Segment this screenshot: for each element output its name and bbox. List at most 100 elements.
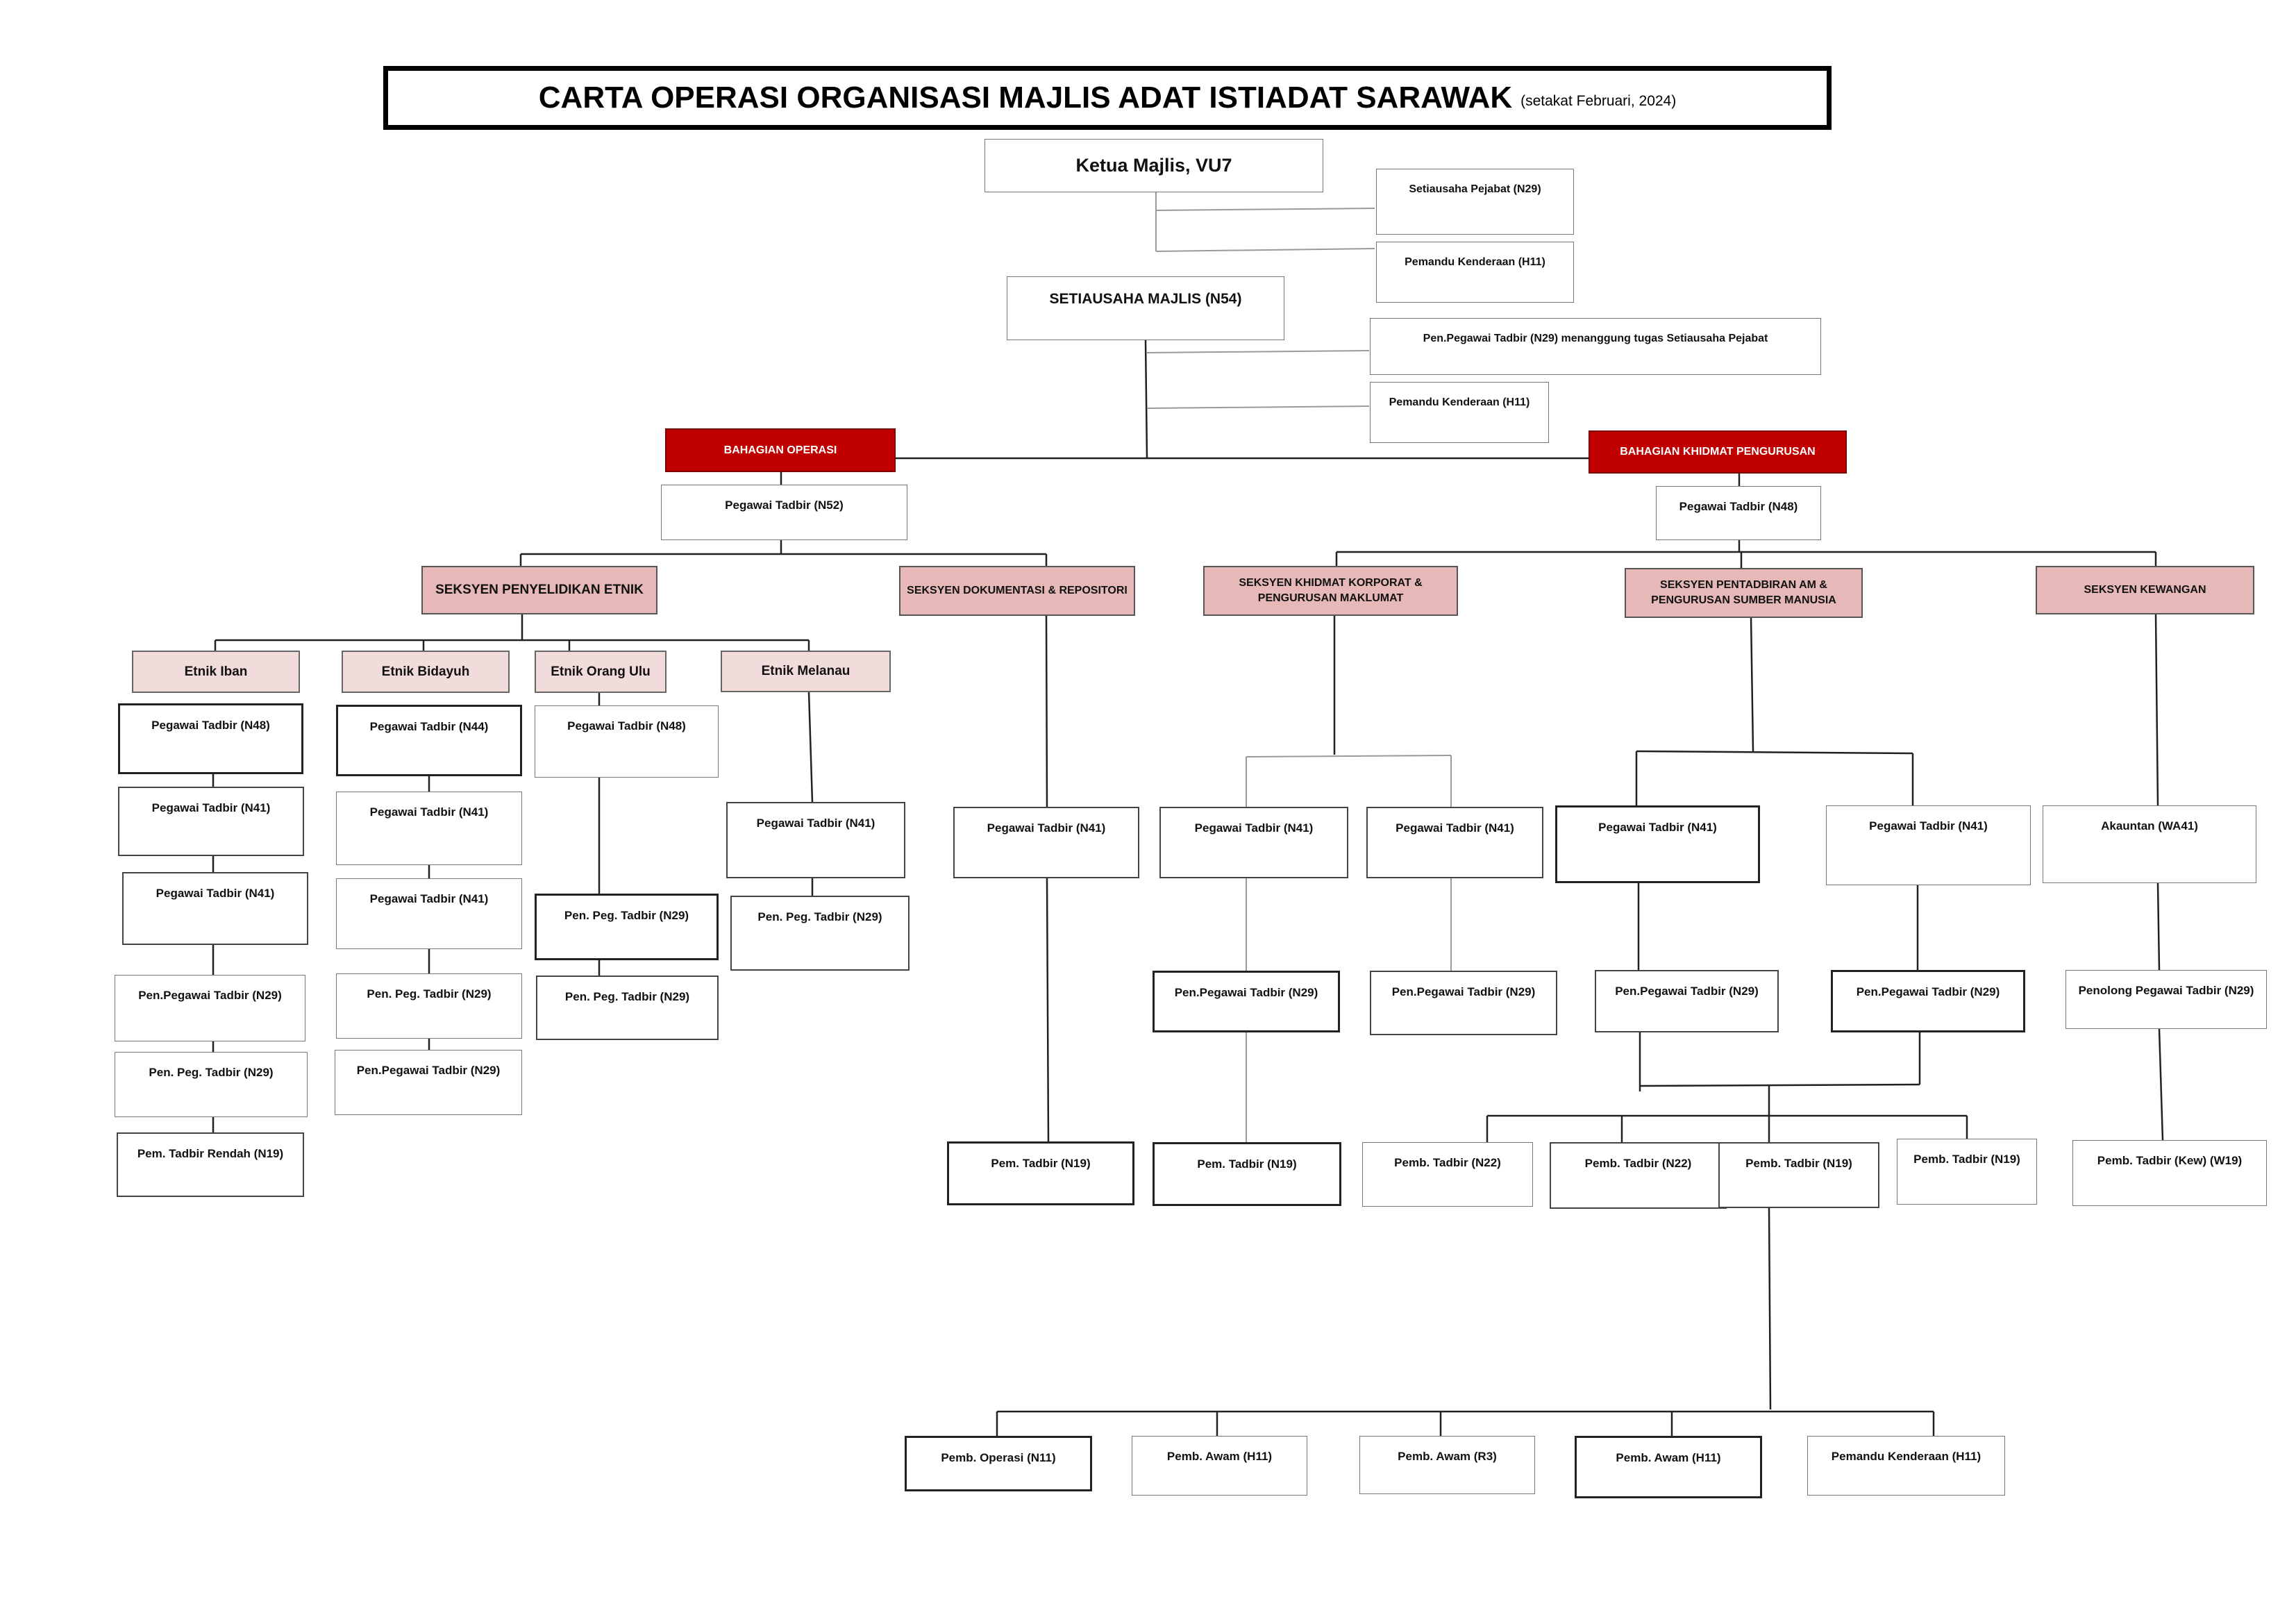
bot-pemandu-box: Pemandu Kenderaan (H11)	[1807, 1436, 2005, 1496]
pen-pen-pegawai-a-box: Pen.Pegawai Tadbir (N29)	[1595, 970, 1779, 1032]
seksyen-penyelidikan-label: SEKSYEN PENYELIDIKAN ETNIK	[435, 583, 644, 598]
bahagian-khidmat-box: BAHAGIAN KHIDMAT PENGURUSAN	[1589, 430, 1847, 474]
mel-pt-n41-box: Pegawai Tadbir (N41)	[726, 802, 905, 878]
pen-pt-n41-b-box: Pegawai Tadbir (N41)	[1826, 805, 2031, 885]
bot-pemb-awam-h11-a-label: Pemb. Awam (H11)	[1166, 1450, 1273, 1463]
bot-pemb-operasi-box: Pemb. Operasi (N11)	[905, 1436, 1092, 1491]
iban-pt-n48-box: Pegawai Tadbir (N48)	[118, 703, 303, 774]
bot-pemb-operasi-label: Pemb. Operasi (N11)	[941, 1451, 1056, 1464]
kew-penolong-label: Penolong Pegawai Tadbir (N29)	[2078, 984, 2254, 997]
ulu-pen-peg-a-box: Pen. Peg. Tadbir (N29)	[535, 894, 719, 960]
pen-pemb-tadbir-n19-a-label: Pemb. Tadbir (N19)	[1745, 1157, 1852, 1170]
bahagian-operasi-label: BAHAGIAN OPERASI	[723, 444, 837, 456]
khidmat-pt-n48-label: Pegawai Tadbir (N48)	[1679, 500, 1798, 513]
pen-pt-n41-a-box: Pegawai Tadbir (N41)	[1555, 805, 1760, 883]
kew-akauntan-box: Akauntan (WA41)	[2043, 805, 2256, 883]
kor-pem-tadbir-box: Pem. Tadbir (N19)	[1153, 1142, 1341, 1206]
chart-title-note: (setakat Februari, 2024)	[1520, 93, 1677, 109]
pen-pt-n41-a-label: Pegawai Tadbir (N41)	[1598, 821, 1717, 834]
bot-pemb-awam-h11-b-label: Pemb. Awam (H11)	[1616, 1451, 1721, 1464]
bot-pemandu-label: Pemandu Kenderaan (H11)	[1831, 1450, 1981, 1463]
bid-pt-n41-b-label: Pegawai Tadbir (N41)	[369, 892, 489, 905]
bahagian-khidmat-label: BAHAGIAN KHIDMAT PENGURUSAN	[1620, 446, 1816, 458]
iban-pt-n48-label: Pegawai Tadbir (N48)	[151, 719, 270, 732]
seksyen-kewangan-label: SEKSYEN KEWANGAN	[2084, 584, 2206, 596]
bid-pt-n41-a-box: Pegawai Tadbir (N41)	[336, 792, 522, 865]
kew-pemb-tadbir-box: Pemb. Tadbir (Kew) (W19)	[2072, 1140, 2267, 1206]
seksyen-korporat-box: SEKSYEN KHIDMAT KORPORAT & PENGURUSAN MA…	[1203, 566, 1458, 616]
pen-pemb-tadbir-n22-b-box: Pemb. Tadbir (N22)	[1550, 1142, 1727, 1209]
kor-pt-n41-a-box: Pegawai Tadbir (N41)	[1159, 807, 1348, 878]
bid-pt-n41-b-box: Pegawai Tadbir (N41)	[336, 878, 522, 949]
bot-pemb-awam-h11-a-box: Pemb. Awam (H11)	[1132, 1436, 1307, 1496]
kor-pt-n41-b-box: Pegawai Tadbir (N41)	[1366, 807, 1543, 878]
pen-pen-pegawai-a-label: Pen.Pegawai Tadbir (N29)	[1615, 985, 1759, 998]
bid-pen-pegawai-box: Pen.Pegawai Tadbir (N29)	[335, 1050, 522, 1115]
bid-pt-n41-a-label: Pegawai Tadbir (N41)	[369, 805, 489, 819]
bid-pt-n44-box: Pegawai Tadbir (N44)	[336, 705, 522, 776]
ulu-pen-peg-b-label: Pen. Peg. Tadbir (N29)	[564, 990, 690, 1003]
pemandu-setiausaha-box: Pemandu Kenderaan (H11)	[1370, 382, 1549, 443]
dok-pem-tadbir-label: Pem. Tadbir (N19)	[991, 1157, 1091, 1170]
ulu-pt-n48-label: Pegawai Tadbir (N48)	[567, 719, 686, 733]
pen-pemb-tadbir-n22-a-box: Pemb. Tadbir (N22)	[1362, 1142, 1533, 1207]
chart-title-box: CARTA OPERASI ORGANISASI MAJLIS ADAT IST…	[383, 66, 1832, 130]
kor-pem-tadbir-label: Pem. Tadbir (N19)	[1197, 1157, 1297, 1171]
bot-pemb-awam-r3-label: Pemb. Awam (R3)	[1398, 1450, 1497, 1463]
setiausaha-pejabat-label: Setiausaha Pejabat (N29)	[1409, 183, 1541, 195]
pen-pemb-tadbir-n22-b-label: Pemb. Tadbir (N22)	[1584, 1157, 1692, 1170]
ketua-majlis-label: Ketua Majlis, VU7	[1075, 155, 1232, 176]
mel-pen-peg-box: Pen. Peg. Tadbir (N29)	[730, 896, 910, 971]
setiausaha-majlis-box: SETIAUSAHA MAJLIS (N54)	[1007, 276, 1284, 340]
kew-akauntan-label: Akauntan (WA41)	[2101, 819, 2198, 832]
seksyen-pentadbiran-label: SEKSYEN PENTADBIRAN AM & PENGURUSAN SUMB…	[1651, 579, 1836, 606]
kew-pemb-tadbir-label: Pemb. Tadbir (Kew) (W19)	[2097, 1154, 2243, 1167]
iban-pt-n41-a-box: Pegawai Tadbir (N41)	[118, 787, 304, 856]
pen-pen-pegawai-b-label: Pen.Pegawai Tadbir (N29)	[1856, 985, 2000, 998]
etnik-orang-ulu-label: Etnik Orang Ulu	[551, 664, 651, 679]
etnik-bidayuh-box: Etnik Bidayuh	[342, 651, 510, 693]
kor-pen-pegawai-a-box: Pen.Pegawai Tadbir (N29)	[1153, 971, 1340, 1032]
pen-pemb-tadbir-n19-b-box: Pemb. Tadbir (N19)	[1897, 1139, 2037, 1205]
etnik-melanau-box: Etnik Melanau	[721, 651, 891, 692]
etnik-iban-label: Etnik Iban	[184, 664, 248, 679]
bot-pemb-awam-h11-b-box: Pemb. Awam (H11)	[1575, 1436, 1762, 1498]
kor-pen-pegawai-b-box: Pen.Pegawai Tadbir (N29)	[1370, 971, 1557, 1035]
mel-pen-peg-label: Pen. Peg. Tadbir (N29)	[757, 910, 882, 923]
iban-pen-peg-label: Pen. Peg. Tadbir (N29)	[149, 1066, 274, 1079]
kor-pt-n41-b-label: Pegawai Tadbir (N41)	[1396, 821, 1514, 835]
seksyen-pentadbiran-box: SEKSYEN PENTADBIRAN AM & PENGURUSAN SUMB…	[1625, 568, 1863, 618]
bot-pemb-awam-r3-box: Pemb. Awam (R3)	[1359, 1436, 1535, 1494]
pen-pegawai-setiausaha-box: Pen.Pegawai Tadbir (N29) menanggung tuga…	[1370, 318, 1821, 375]
mel-pt-n41-label: Pegawai Tadbir (N41)	[756, 817, 875, 830]
setiausaha-pejabat-box: Setiausaha Pejabat (N29)	[1376, 169, 1574, 235]
bid-pt-n44-label: Pegawai Tadbir (N44)	[369, 720, 489, 733]
pemandu-setiausaha-label: Pemandu Kenderaan (H11)	[1389, 396, 1530, 408]
chart-title: CARTA OPERASI ORGANISASI MAJLIS ADAT IST…	[538, 81, 1513, 115]
bid-pen-peg-box: Pen. Peg. Tadbir (N29)	[336, 973, 522, 1039]
iban-pt-n41-b-label: Pegawai Tadbir (N41)	[156, 887, 275, 900]
iban-pt-n41-a-label: Pegawai Tadbir (N41)	[151, 801, 271, 814]
pen-pemb-tadbir-n19-a-box: Pemb. Tadbir (N19)	[1718, 1142, 1879, 1208]
bid-pen-peg-label: Pen. Peg. Tadbir (N29)	[367, 987, 492, 1001]
seksyen-kewangan-box: SEKSYEN KEWANGAN	[2036, 566, 2254, 614]
pen-pen-pegawai-b-box: Pen.Pegawai Tadbir (N29)	[1831, 970, 2025, 1032]
seksyen-korporat-label: SEKSYEN KHIDMAT KORPORAT & PENGURUSAN MA…	[1239, 577, 1423, 604]
iban-pem-tadbir-label: Pem. Tadbir Rendah (N19)	[137, 1147, 284, 1160]
kew-penolong-box: Penolong Pegawai Tadbir (N29)	[2065, 970, 2267, 1029]
pemandu-ketua-box: Pemandu Kenderaan (H11)	[1376, 242, 1574, 303]
bahagian-operasi-box: BAHAGIAN OPERASI	[665, 428, 896, 472]
dok-pem-tadbir-box: Pem. Tadbir (N19)	[947, 1141, 1134, 1205]
kor-pt-n41-a-label: Pegawai Tadbir (N41)	[1194, 821, 1314, 835]
operasi-pt-n52-label: Pegawai Tadbir (N52)	[725, 499, 844, 512]
iban-pen-pegawai-label: Pen.Pegawai Tadbir (N29)	[138, 989, 282, 1002]
operasi-pt-n52-box: Pegawai Tadbir (N52)	[661, 485, 907, 540]
ulu-pen-peg-a-label: Pen. Peg. Tadbir (N29)	[564, 909, 689, 922]
iban-pen-peg-box: Pen. Peg. Tadbir (N29)	[115, 1052, 308, 1117]
dok-pt-n41-label: Pegawai Tadbir (N41)	[987, 821, 1106, 835]
dok-pt-n41-box: Pegawai Tadbir (N41)	[953, 807, 1139, 878]
ulu-pt-n48-box: Pegawai Tadbir (N48)	[535, 705, 719, 778]
seksyen-dokumentasi-label: SEKSYEN DOKUMENTASI & REPOSITORI	[907, 585, 1128, 597]
kor-pen-pegawai-b-label: Pen.Pegawai Tadbir (N29)	[1391, 985, 1536, 998]
